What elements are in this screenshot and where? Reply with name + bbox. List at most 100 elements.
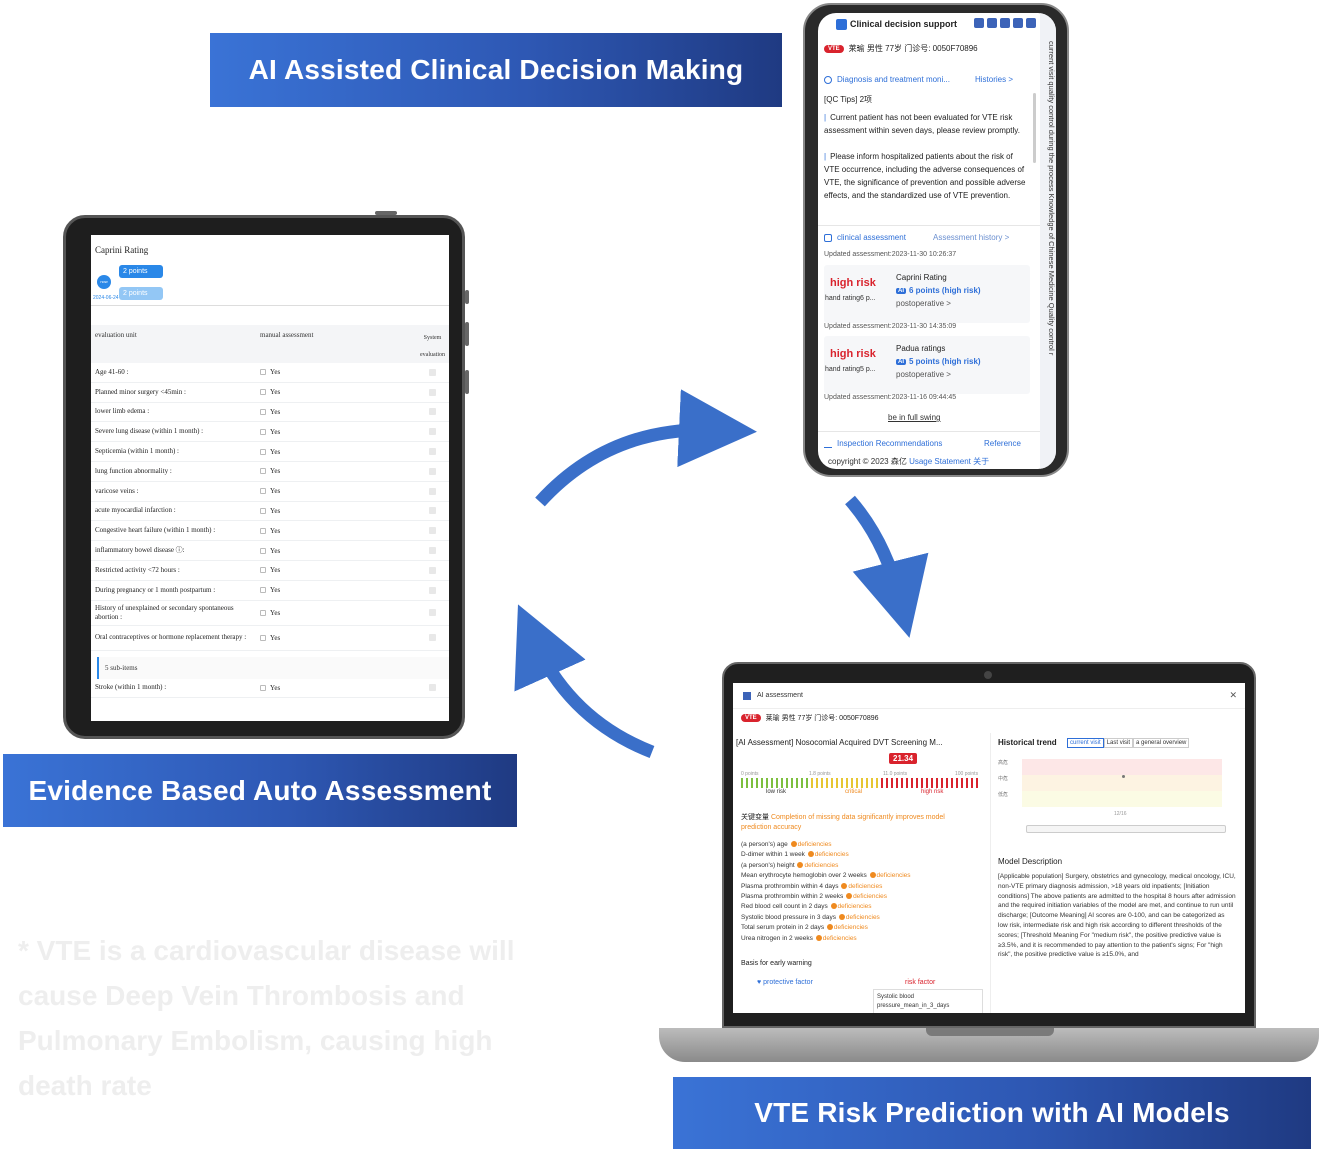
header-unit: evaluation unit <box>95 331 137 339</box>
yes-checkbox[interactable] <box>260 448 266 455</box>
variable-item: (a person's) height deficiencies <box>741 861 839 869</box>
histories-link[interactable]: Histories > <box>975 75 1014 84</box>
yes-checkbox[interactable] <box>260 684 266 691</box>
screening-title: [AI Assessment] Nosocomial Acquired DVT … <box>736 738 943 747</box>
full-swing-link[interactable]: be in full swing <box>888 413 941 422</box>
alert-icon <box>807 851 814 858</box>
score-chip-a[interactable]: 2 points <box>119 265 163 278</box>
reference-link[interactable]: Reference <box>984 439 1021 448</box>
yes-checkbox[interactable] <box>260 567 266 574</box>
assessment-history-link[interactable]: Assessment history > <box>933 233 1010 242</box>
band-mid <box>1022 775 1222 791</box>
yes-checkbox[interactable] <box>260 389 266 396</box>
side-tab-labels[interactable]: current visit quality control during the… <box>1047 41 1056 356</box>
range-slider[interactable] <box>1026 825 1226 833</box>
variable-item: (a person's) age deficiencies <box>741 841 832 848</box>
qc-tips-title: [QC Tips] 2项 <box>824 95 873 104</box>
row-label: Septicemia (within 1 month) : <box>95 447 179 456</box>
tab-last-visit[interactable]: Last visit <box>1103 738 1134 748</box>
row-label: Planned minor surgery <45min : <box>95 387 186 396</box>
tab-current-visit[interactable]: current visit <box>1067 738 1104 748</box>
close-icon[interactable]: ✕ <box>1229 690 1237 700</box>
cds-logo-icon <box>836 18 847 30</box>
book-icon[interactable] <box>1013 18 1023 28</box>
risk-factor-box: Systolic blood pressure_mean_in_3_days <box>873 989 983 1013</box>
banner-ai-decision: AI Assisted Clinical Decision Making <box>210 33 782 107</box>
header-system-1: System <box>423 335 442 341</box>
arrow-left <box>514 604 655 759</box>
system-checkbox <box>429 634 436 642</box>
inspection-row[interactable]: Inspection Recommendations <box>824 439 942 448</box>
cds-header: Clinical decision support <box>818 13 1040 35</box>
yes-checkbox[interactable] <box>260 428 266 435</box>
doc-icon[interactable] <box>974 18 984 28</box>
banner-risk-prediction: VTE Risk Prediction with AI Models <box>673 1077 1311 1149</box>
table-row: lower limb edema :Yes <box>91 403 449 423</box>
scrollbar[interactable] <box>1033 93 1036 163</box>
postoperative-link[interactable]: postoperative > <box>896 299 951 308</box>
usage-link[interactable]: Usage Statement 关于 <box>909 457 990 466</box>
yes-checkbox[interactable] <box>260 547 266 554</box>
table-row: Congestive heart failure (within 1 month… <box>91 521 449 542</box>
gauge-label-0: 0 points <box>741 771 759 777</box>
yes-checkbox[interactable] <box>260 468 266 475</box>
yes-checkbox[interactable] <box>260 408 266 415</box>
scale-name: Caprini Rating <box>896 273 947 282</box>
row-label: Congestive heart failure (within 1 month… <box>95 526 216 535</box>
variable-item: Red blood cell count in 2 days deficienc… <box>741 903 872 911</box>
basis-title: Basis for early warning <box>741 960 812 967</box>
hand-rating: hand rating6 p... <box>825 295 876 302</box>
yes-label: Yes <box>270 633 281 642</box>
yes-checkbox[interactable] <box>260 527 266 534</box>
yes-checkbox[interactable] <box>260 609 266 616</box>
shield-icon: ♥ <box>757 979 762 986</box>
zone-high: high risk <box>921 789 944 795</box>
table-row: Age 41-60 :Yes <box>91 363 449 383</box>
laptop-notch <box>926 1028 1054 1036</box>
header-system: System evaluation <box>416 325 449 363</box>
updated-1: Updated assessment:2023-11-30 10:26:37 <box>824 251 957 258</box>
score-chip-b[interactable]: 2 points <box>119 287 163 300</box>
yes-checkbox[interactable] <box>260 369 266 376</box>
warning-icon <box>824 440 832 448</box>
system-checkbox <box>429 408 436 416</box>
yes-checkbox[interactable] <box>260 587 266 594</box>
table-row: During pregnancy or 1 month postpartum :… <box>91 581 449 601</box>
chart-icon[interactable] <box>987 18 997 28</box>
scale-name: Padua ratings <box>896 344 946 353</box>
yes-label: Yes <box>270 546 281 555</box>
tablet-volume-up <box>465 322 469 346</box>
tablet-power-button <box>375 211 397 215</box>
alert-icon <box>815 934 822 941</box>
grid-icon[interactable] <box>1000 18 1010 28</box>
risk-level: high risk <box>830 348 876 360</box>
tab-overview[interactable]: a general overview <box>1133 738 1190 748</box>
monitor-row[interactable]: Diagnosis and treatment moni... <box>824 75 950 84</box>
trend-point <box>1122 775 1125 778</box>
caprini-card[interactable]: high risk hand rating6 p... Caprini Rati… <box>824 265 1030 323</box>
timeline-date: 2024-06-24 <box>93 295 119 301</box>
yes-checkbox[interactable] <box>260 507 266 514</box>
yes-checkbox[interactable] <box>260 488 266 495</box>
band-label-mid: 中危 <box>998 776 1009 782</box>
clinical-assessment-row[interactable]: clinical assessment <box>824 233 906 242</box>
row-label: Severe lung disease (within 1 month) : <box>95 427 204 436</box>
vte-badge: VTE <box>741 714 761 722</box>
yes-checkbox[interactable] <box>260 634 266 641</box>
postoperative-link[interactable]: postoperative > <box>896 370 951 379</box>
yes-label: Yes <box>270 506 281 515</box>
arrow-top <box>535 389 757 507</box>
variable-item: Urea nitrogen in 2 weeks deficiencies <box>741 934 857 942</box>
system-checkbox <box>429 609 436 617</box>
model-description-title: Model Description <box>998 857 1063 866</box>
row-label: Age 41-60 : <box>95 367 129 376</box>
variable-item: Plasma prothrombin within 4 days deficie… <box>741 882 883 890</box>
sub-items-heading[interactable]: 5 sub-items <box>97 656 449 679</box>
phone-device: Clinical decision support VTE 莱瑜 男性 77岁 … <box>803 3 1069 477</box>
row-label: Stroke (within 1 month) : <box>95 683 167 692</box>
alert-icon <box>797 861 804 868</box>
padua-card[interactable]: high risk hand rating5 p... Padua rating… <box>824 336 1030 394</box>
pie-icon[interactable] <box>1026 18 1036 28</box>
vte-badge: VTE <box>824 44 844 53</box>
clipboard-icon <box>824 233 832 242</box>
